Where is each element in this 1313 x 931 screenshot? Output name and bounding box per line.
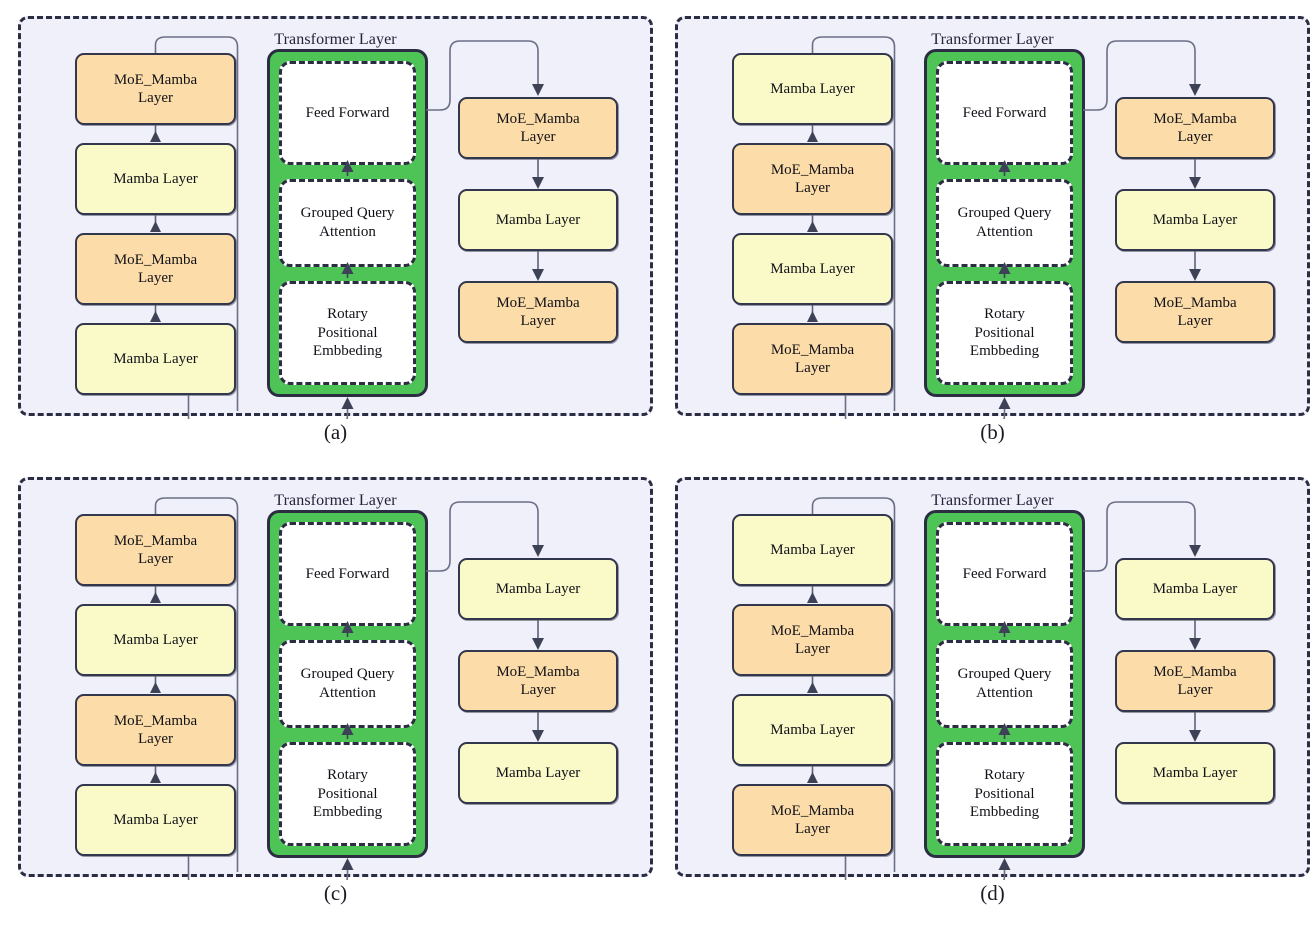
panel-caption-d: (d) xyxy=(980,881,1005,905)
node-label: Feed Forward xyxy=(305,104,390,121)
panel-a-left-node-3[interactable]: Mamba Layer xyxy=(75,323,236,395)
node-label: Mamba Layer xyxy=(1152,764,1238,781)
node-label: Mamba Layer xyxy=(1152,580,1238,597)
panel-d-left-node-0[interactable]: Mamba Layer xyxy=(732,514,893,586)
node-label: Mamba Layer xyxy=(113,170,198,187)
panel-d-left-node-2[interactable]: Mamba Layer xyxy=(732,694,893,766)
node-label: Mamba Layer xyxy=(113,811,198,828)
panel-a-right-node-1[interactable]: Mamba Layer xyxy=(458,189,618,251)
panel-a-left-node-1[interactable]: Mamba Layer xyxy=(75,143,236,215)
panel-d-inner-node-0[interactable]: Feed Forward xyxy=(936,522,1073,626)
node-label: Mamba Layer xyxy=(113,350,198,367)
node-label: Mamba Layer xyxy=(770,721,855,738)
panel-d-right-node-2[interactable]: Mamba Layer xyxy=(1115,742,1275,804)
panel-caption-a: (a) xyxy=(323,420,348,444)
node-label: Mamba Layer xyxy=(770,80,855,97)
node-label: Mamba Layer xyxy=(113,631,198,648)
panel-c-left-node-3[interactable]: Mamba Layer xyxy=(75,784,236,856)
node-label: Mamba Layer xyxy=(495,211,581,228)
node-label: Feed Forward xyxy=(305,565,390,582)
panel-b-left-node-2[interactable]: Mamba Layer xyxy=(732,233,893,305)
panel-caption-c: (c) xyxy=(323,881,348,905)
node-label: Feed Forward xyxy=(962,104,1047,121)
panel-b-left-node-0[interactable]: Mamba Layer xyxy=(732,53,893,125)
panel-c-inner-node-0[interactable]: Feed Forward xyxy=(279,522,416,626)
transformer-layer-title-b: Transformer Layer xyxy=(931,31,1054,48)
panel-d-right-node-0[interactable]: Mamba Layer xyxy=(1115,558,1275,620)
panel-caption-b: (b) xyxy=(980,420,1005,444)
transformer-layer-title-c: Transformer Layer xyxy=(274,492,397,509)
transformer-layer-title-a: Transformer Layer xyxy=(274,31,397,48)
node-label: Mamba Layer xyxy=(495,580,581,597)
panel-c-left-node-1[interactable]: Mamba Layer xyxy=(75,604,236,676)
node-label: Feed Forward xyxy=(962,565,1047,582)
panel-b-inner-node-0[interactable]: Feed Forward xyxy=(936,61,1073,165)
panel-b-right-node-1[interactable]: Mamba Layer xyxy=(1115,189,1275,251)
panel-c-right-node-0[interactable]: Mamba Layer xyxy=(458,558,618,620)
node-label: Mamba Layer xyxy=(770,260,855,277)
panel-c-right-node-2[interactable]: Mamba Layer xyxy=(458,742,618,804)
node-label: Mamba Layer xyxy=(770,541,855,558)
node-label: Mamba Layer xyxy=(495,764,581,781)
panel-a-inner-node-0[interactable]: Feed Forward xyxy=(279,61,416,165)
transformer-layer-title-d: Transformer Layer xyxy=(931,492,1054,509)
node-label: Mamba Layer xyxy=(1152,211,1238,228)
